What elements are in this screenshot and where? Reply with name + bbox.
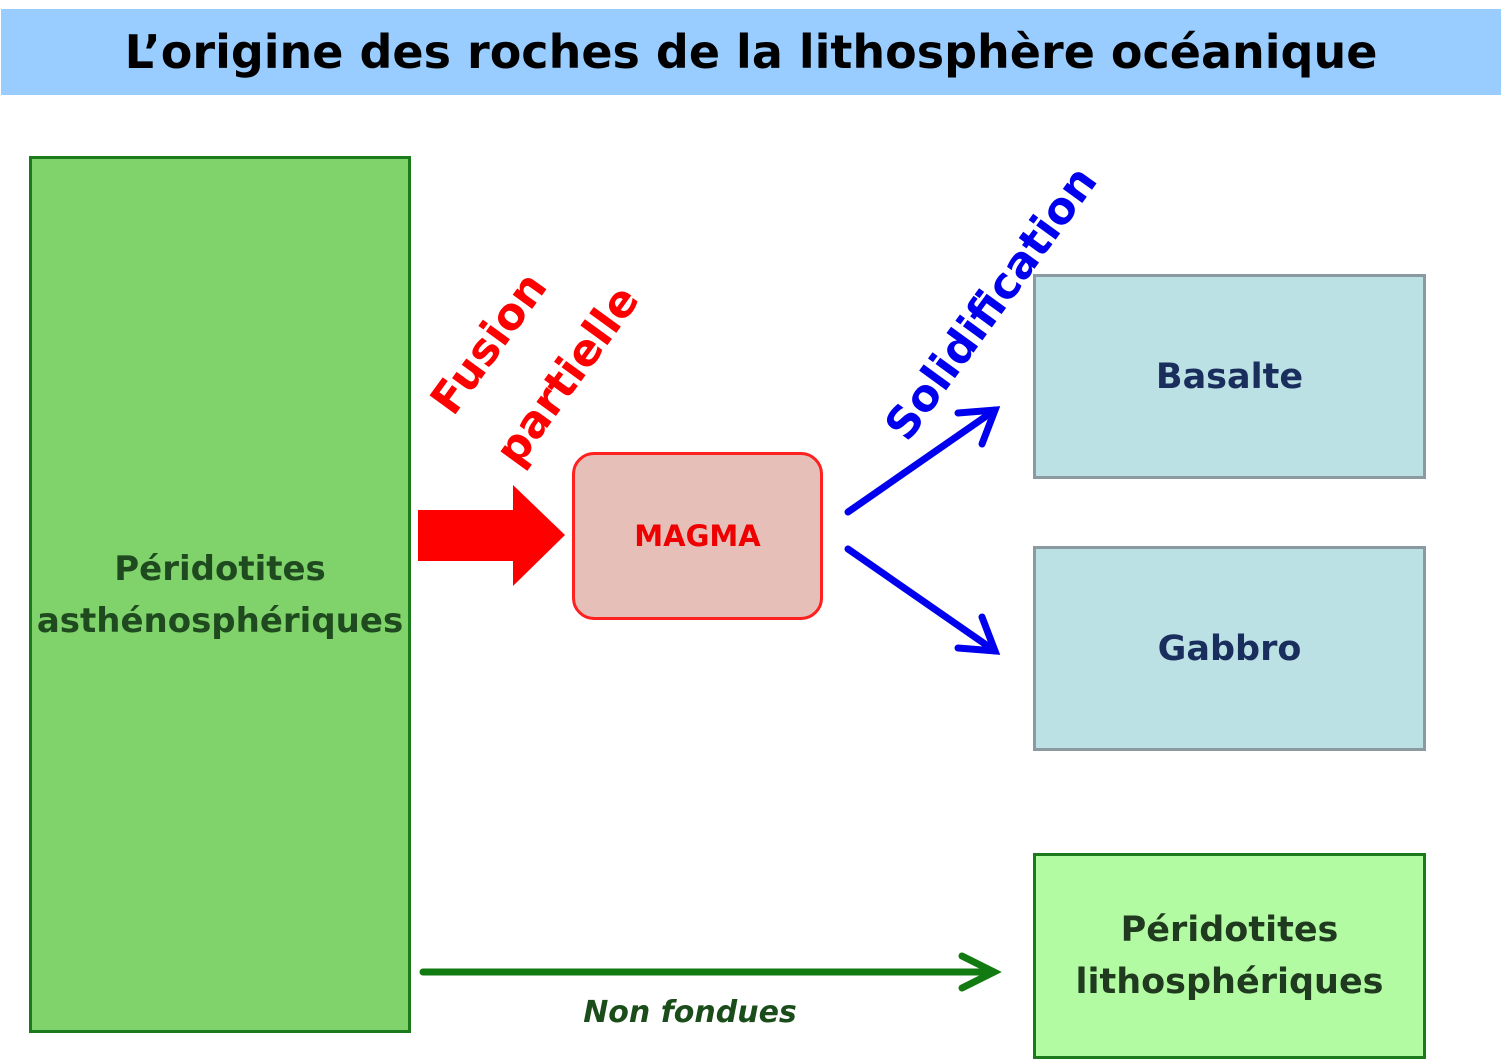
fusion-arrow: [418, 485, 565, 586]
lithospheric-peridotites-box: Péridotites lithosphériques: [1033, 853, 1426, 1059]
title-bar: L’origine des roches de la lithosphère o…: [1, 9, 1501, 95]
page-title: L’origine des roches de la lithosphère o…: [124, 25, 1378, 79]
basalte-box: Basalte: [1033, 274, 1426, 479]
source-box-label: Péridotites asthénosphériques: [36, 548, 404, 641]
source-box-peridotites-asthenospheriques: Péridotites asthénosphériques: [29, 156, 411, 1033]
litho-label: Péridotites lithosphériques: [1075, 910, 1384, 1002]
gabbro-label: Gabbro: [1157, 628, 1302, 669]
magma-label: MAGMA: [634, 519, 761, 553]
non-fondues-label: Non fondues: [583, 995, 797, 1030]
basalte-label: Basalte: [1155, 356, 1304, 397]
gabbro-box: Gabbro: [1033, 546, 1426, 751]
magma-box: MAGMA: [572, 452, 823, 620]
solidification-arrow-basalte: [844, 406, 1001, 516]
solidification-arrow-gabbro: [844, 545, 1001, 655]
non-fondues-arrow: [419, 952, 1002, 992]
